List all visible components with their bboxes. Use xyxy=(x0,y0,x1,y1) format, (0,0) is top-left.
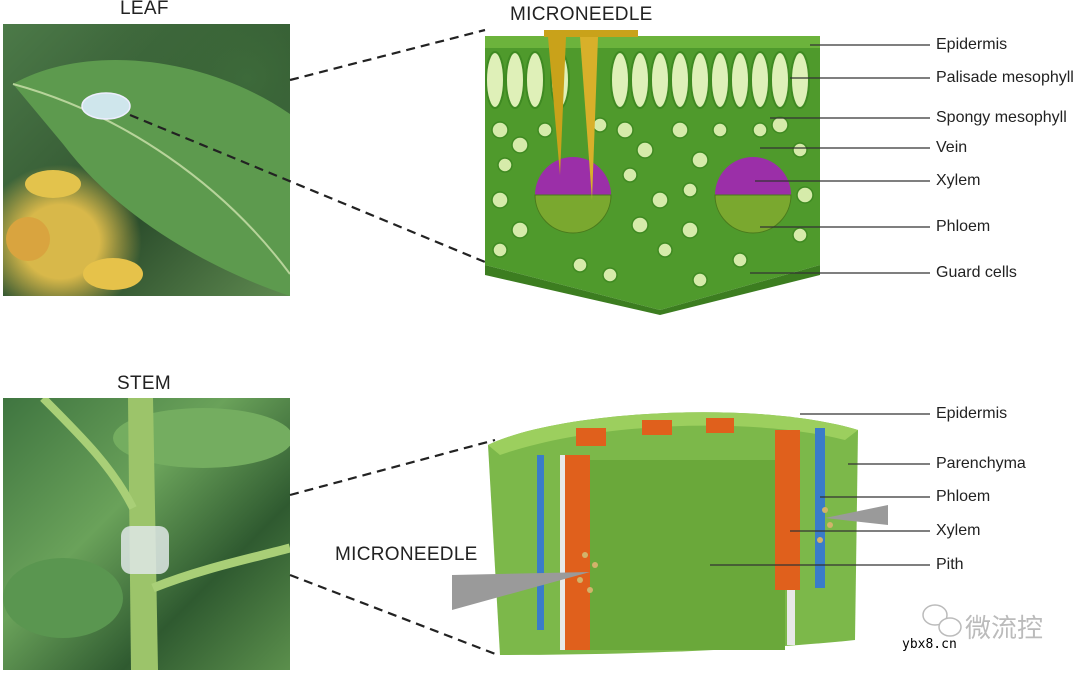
leaf-vein-left xyxy=(534,157,612,234)
stem-label-xylem: Xylem xyxy=(936,522,981,539)
palisade-cells xyxy=(485,51,810,109)
stem-pith xyxy=(590,460,785,650)
stem-photo-drawing xyxy=(3,398,290,670)
leaf-photo-drawing xyxy=(6,60,290,296)
leaf-vein-right xyxy=(714,157,792,234)
leaf-microneedles xyxy=(544,30,638,200)
stem-leader-lines xyxy=(710,413,930,566)
stem-label-epidermis: Epidermis xyxy=(936,405,1008,422)
leaf-photo xyxy=(3,24,290,296)
leaf-epidermis xyxy=(485,36,820,48)
leaf-leader-lines xyxy=(750,44,930,274)
spongy-cells xyxy=(491,116,814,288)
leaf-label-phloem: Phloem xyxy=(936,218,991,235)
stem-microneedles xyxy=(452,505,888,610)
stem-vascular-blue xyxy=(537,428,825,630)
leaf-microneedle-label: MICRONEEDLE xyxy=(510,4,653,25)
stem-zoom-lines xyxy=(289,438,499,657)
leaf-label-guard-cells: Guard cells xyxy=(936,264,1017,281)
watermark-brand: 微流控 xyxy=(965,613,1044,643)
leaf-label-palisade: Palisade mesophyll xyxy=(936,69,1074,86)
leaf-label-xylem: Xylem xyxy=(936,172,981,189)
leaf-cross-section xyxy=(485,30,820,315)
wechat-icon xyxy=(922,604,962,637)
leaf-zoom-lines xyxy=(129,28,486,264)
leaf-photo-title: LEAF xyxy=(120,0,169,19)
stem-label-phloem: Phloem xyxy=(936,488,991,505)
watermark-site: ybx8.cn xyxy=(902,637,957,652)
stem-photo-title: STEM xyxy=(117,373,171,394)
stem-label-pith: Pith xyxy=(936,556,964,573)
leaf-label-epidermis: Epidermis xyxy=(936,36,1008,53)
leaf-patch xyxy=(81,92,131,120)
stem-cross-section xyxy=(452,412,888,655)
stem-patch xyxy=(121,526,169,574)
stem-label-parenchyma: Parenchyma xyxy=(936,455,1026,472)
leaf-label-vein: Vein xyxy=(936,139,968,156)
leaf-label-spongy: Spongy mesophyll xyxy=(936,109,1067,126)
stem-photo xyxy=(3,398,290,670)
stem-microneedle-label: MICRONEEDLE xyxy=(335,544,478,565)
stem-particles xyxy=(577,507,833,593)
